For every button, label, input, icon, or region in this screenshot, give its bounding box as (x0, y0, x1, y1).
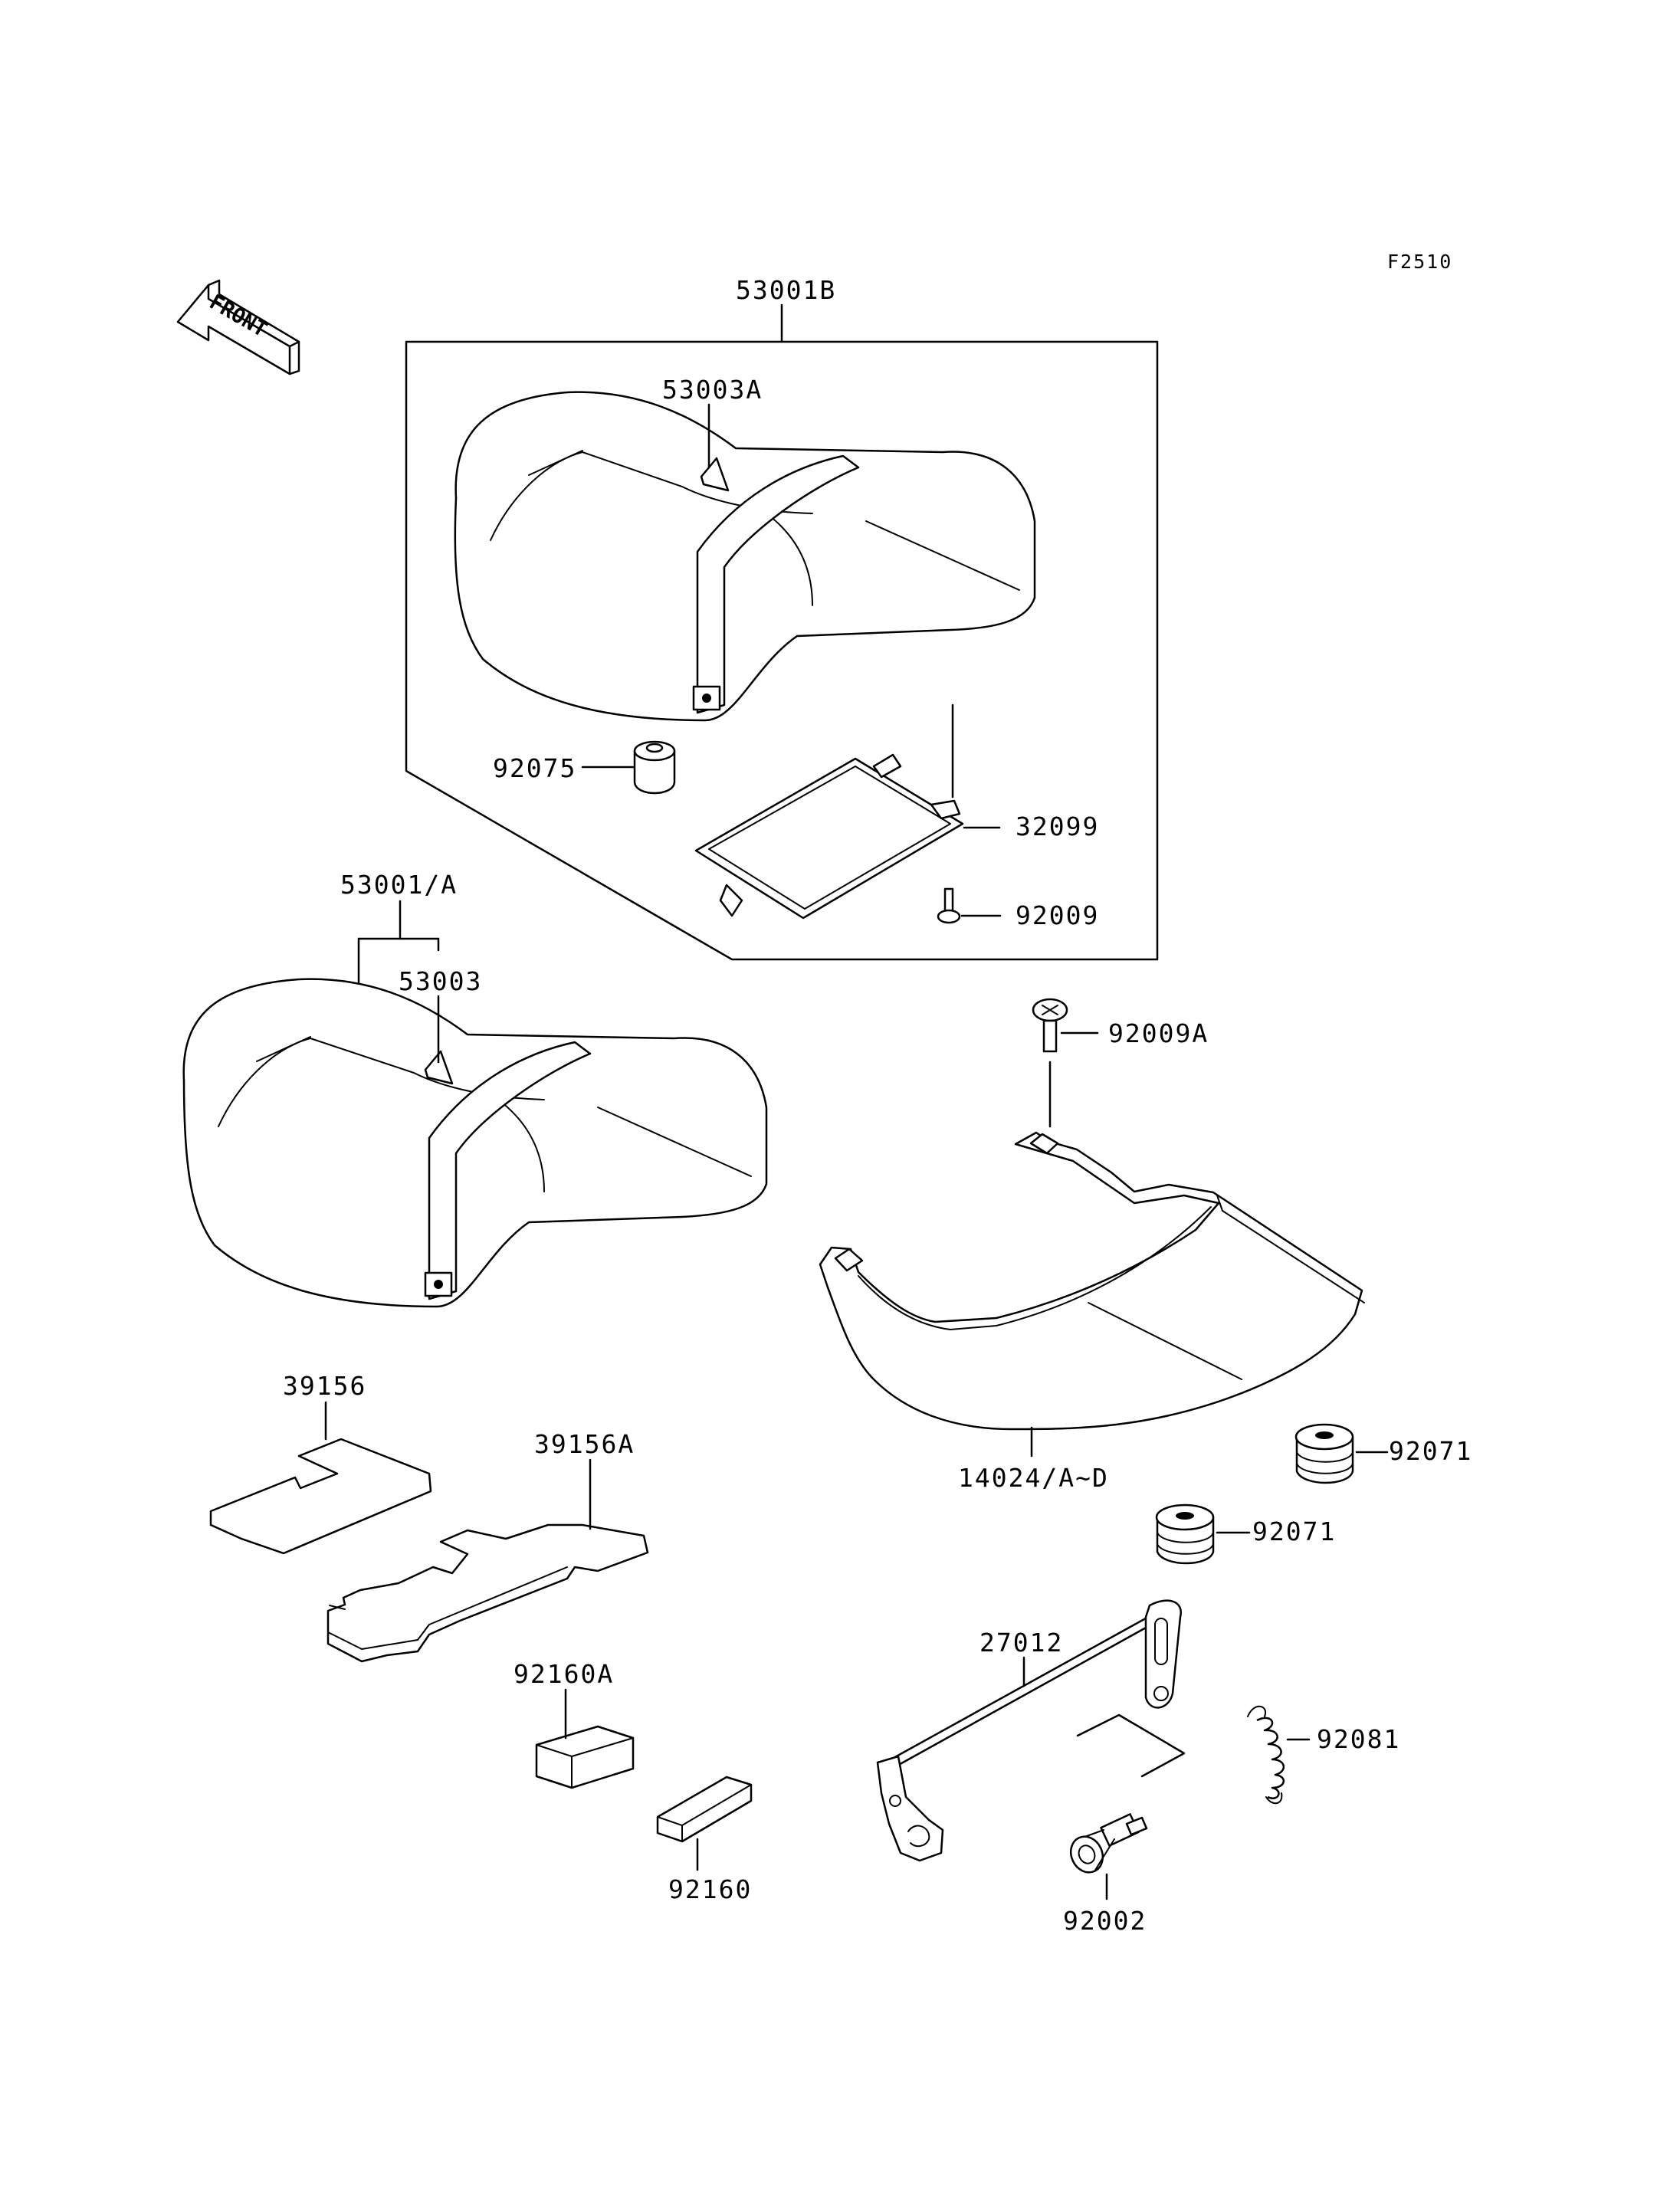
plate-32099-shape (694, 753, 964, 920)
label-53003: 53003 (399, 966, 482, 996)
label-92071-upper: 92071 (1389, 1436, 1472, 1466)
label-92075: 92075 (493, 753, 576, 783)
front-label: FRONT (205, 290, 271, 342)
pad-92160-shape (656, 1776, 753, 1843)
pad-92160a-shape (535, 1725, 635, 1789)
damper-92075-shape (633, 740, 676, 795)
label-32099: 32099 (1016, 812, 1099, 841)
label-92160a: 92160A (514, 1659, 614, 1689)
bracket-27012-shape (876, 1599, 1183, 1862)
label-53001a: 53001/A (340, 870, 458, 900)
label-92009: 92009 (1016, 900, 1099, 930)
label-14024: 14024/A~D (958, 1463, 1109, 1493)
figure-code: F2510 (1387, 251, 1452, 273)
label-53001b: 53001B (736, 275, 836, 305)
seat-shape (182, 978, 768, 1308)
bracket-leader (1076, 1713, 1186, 1778)
bolt-92002-shape (1069, 1813, 1148, 1874)
assembly-box (405, 340, 1159, 961)
label-92160: 92160 (668, 1874, 752, 1904)
label-39156: 39156 (283, 1371, 366, 1401)
seat-assembly-group: 53001/A 53003 (182, 870, 768, 1308)
front-arrow-icon: FRONT (176, 279, 300, 375)
label-53003a: 53003A (662, 375, 763, 405)
pad-39156a-shape (326, 1523, 649, 1663)
pad-39156-shape (209, 1438, 432, 1555)
label-92081: 92081 (1317, 1724, 1400, 1754)
label-27012: 27012 (979, 1628, 1063, 1658)
label-92002: 92002 (1063, 1906, 1147, 1936)
label-92071-lower: 92071 (1252, 1517, 1336, 1546)
screw-92009-shape (937, 887, 961, 924)
spring-92081-shape (1247, 1705, 1285, 1805)
screw-92009a-shape (1032, 998, 1068, 1053)
damper-92071-upper-shape (1294, 1423, 1354, 1484)
seat-b-shape (454, 391, 1036, 722)
seat-assembly-b-group: 53001B 53003A 92075 (405, 275, 1159, 961)
label-92009a: 92009A (1108, 1018, 1209, 1048)
cover-14024-shape (819, 1131, 1365, 1431)
emblem-a-shape (700, 457, 730, 492)
emblem-shape (424, 1050, 454, 1085)
damper-92071-lower-shape (1155, 1503, 1215, 1565)
label-39156a: 39156A (534, 1429, 635, 1459)
